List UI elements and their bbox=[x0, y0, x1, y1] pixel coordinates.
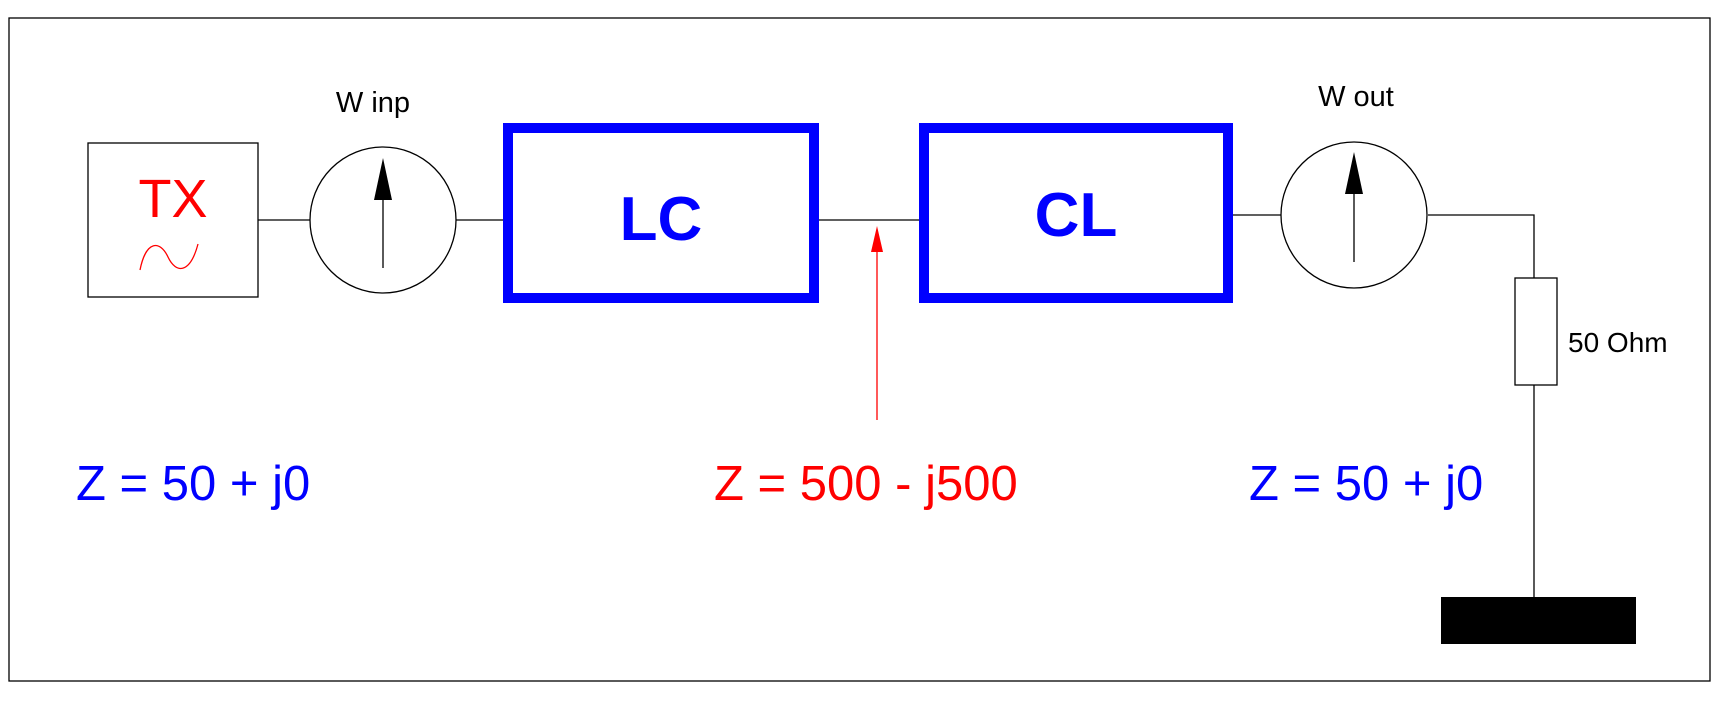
up-arrow-icon bbox=[1345, 152, 1363, 194]
up-arrow-icon bbox=[374, 158, 392, 200]
resistor-body bbox=[1514, 277, 1558, 386]
meter-input: W inp bbox=[309, 87, 457, 294]
load-resistor: 50 Ohm bbox=[1514, 277, 1668, 386]
tx-source: TX bbox=[87, 142, 259, 298]
load-label: 50 Ohm bbox=[1568, 327, 1668, 358]
impedance-mid-label: Z = 500 - j500 bbox=[714, 457, 1018, 511]
meter-output-label: W out bbox=[1318, 81, 1394, 113]
up-arrow-icon bbox=[871, 226, 883, 252]
ground-bar bbox=[1441, 597, 1636, 644]
meter-input-label: W inp bbox=[336, 87, 410, 119]
cl-box bbox=[919, 123, 1233, 303]
cl-label: CL bbox=[1035, 181, 1118, 250]
lc-box bbox=[503, 123, 819, 303]
tx-box bbox=[87, 142, 259, 298]
tx-label: TX bbox=[138, 169, 207, 229]
wires bbox=[258, 214, 1535, 597]
lc-block: LC bbox=[503, 123, 819, 303]
meter-output: W out bbox=[1280, 81, 1428, 289]
impedance-output-label: Z = 50 + j0 bbox=[1249, 457, 1483, 511]
cl-block: CL bbox=[919, 123, 1233, 303]
wire-meter-load bbox=[1428, 214, 1535, 278]
mid-node-pointer bbox=[871, 226, 883, 420]
diagram-frame bbox=[8, 17, 1711, 682]
lc-label: LC bbox=[620, 185, 703, 254]
impedance-input-label: Z = 50 + j0 bbox=[76, 457, 310, 511]
sine-wave-icon bbox=[139, 243, 199, 271]
